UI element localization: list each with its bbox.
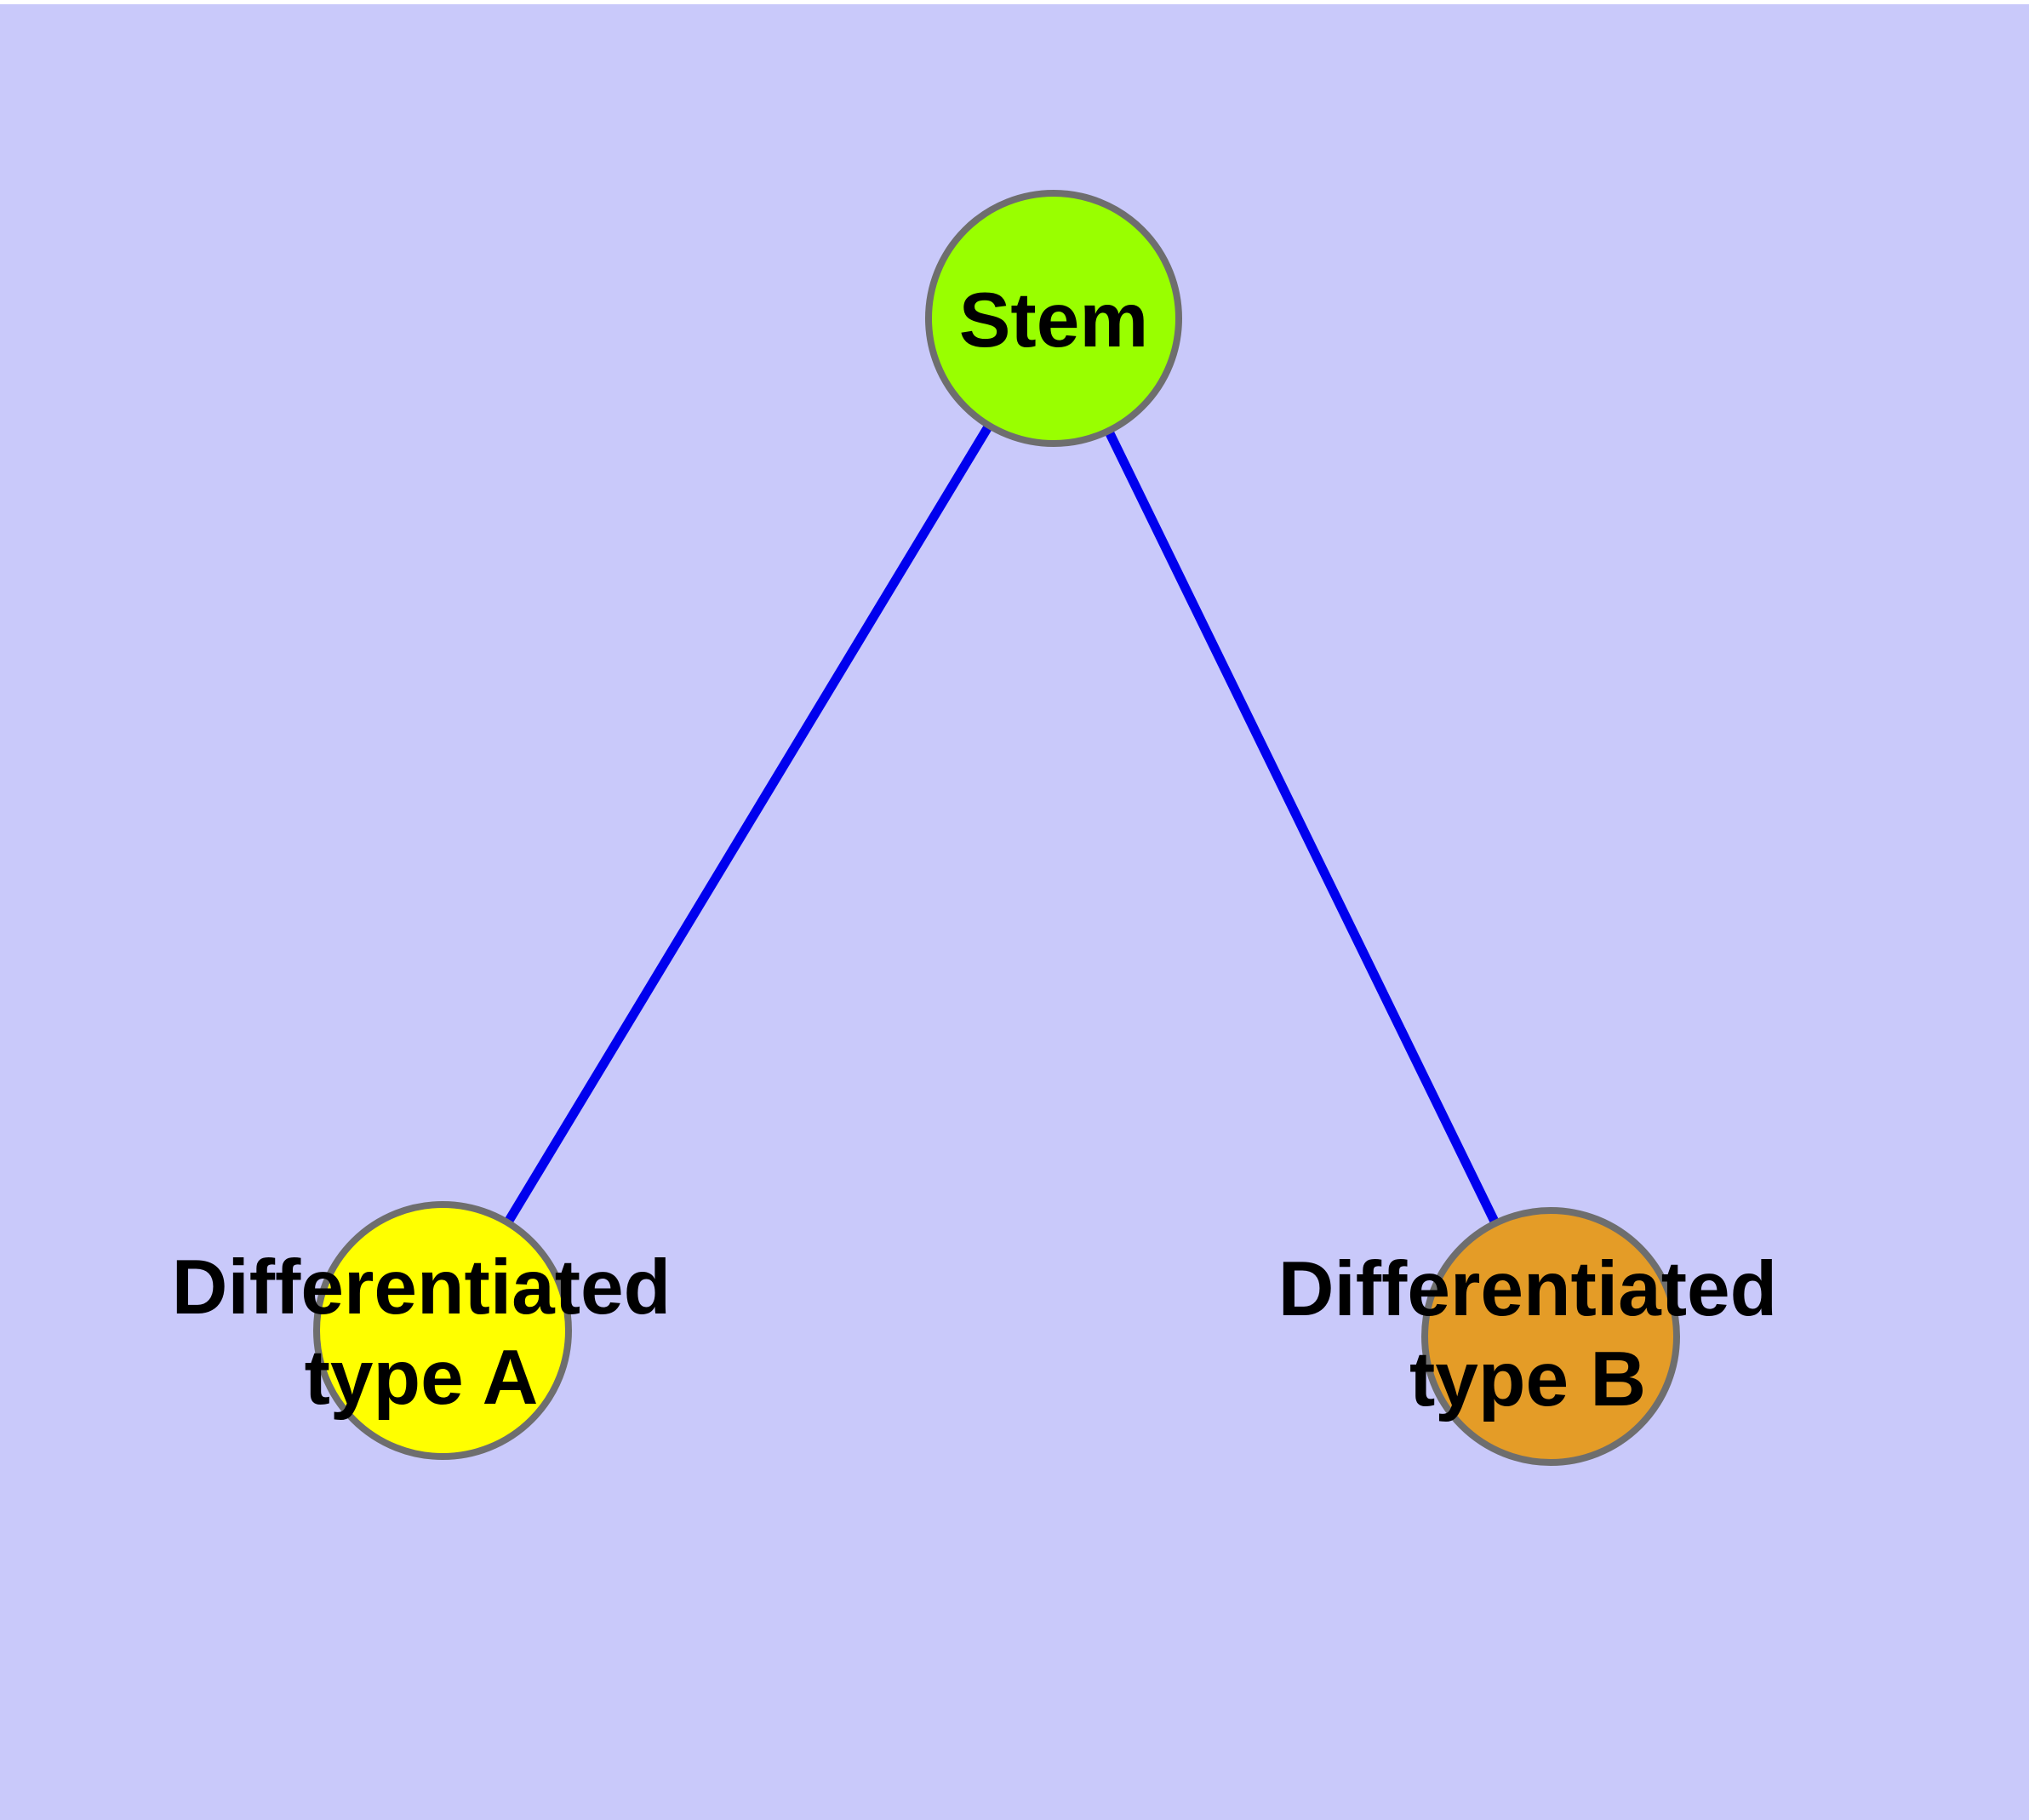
edge-stem-to-type-a xyxy=(438,316,1058,1333)
node-differentiated-type-a-circle[interactable] xyxy=(313,1201,572,1460)
edge-stem-to-type-b xyxy=(1049,316,1555,1339)
node-differentiated-type-b-circle[interactable] xyxy=(1421,1207,1680,1466)
node-stem-circle[interactable] xyxy=(925,190,1182,447)
